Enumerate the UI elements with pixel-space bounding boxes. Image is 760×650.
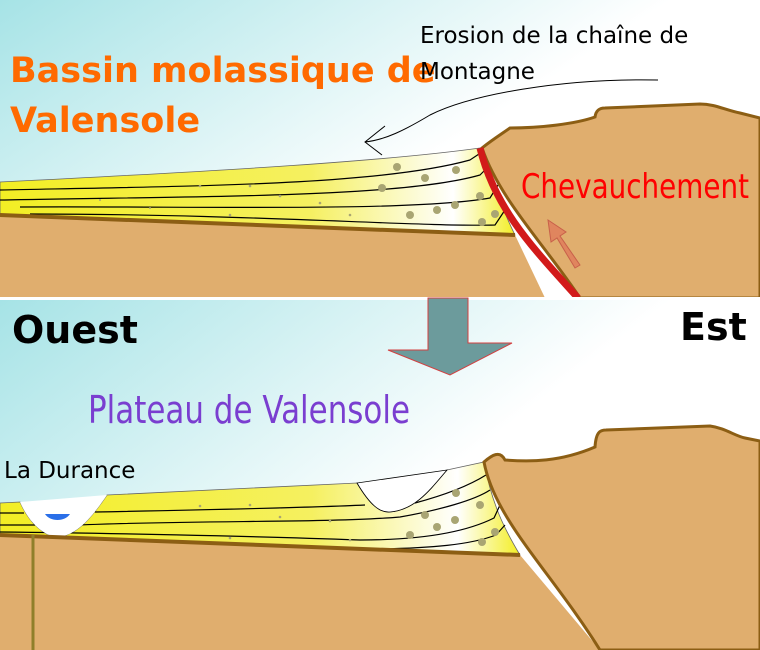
east-label: Est — [680, 305, 747, 349]
thrust-arrow-icon — [547, 218, 581, 269]
pebbles — [99, 163, 499, 226]
erosion-arrow — [364, 79, 659, 156]
basin-title-line2: Valensole — [10, 101, 200, 141]
durance-river-icon — [45, 514, 70, 520]
river-label: La Durance — [4, 458, 135, 484]
basement-outline — [0, 533, 521, 557]
mountain — [480, 102, 760, 300]
pebbles — [198, 489, 499, 546]
bottom-panel: Ouest Est Plateau de Valensole La Duranc… — [0, 300, 760, 650]
basement — [0, 535, 600, 650]
erosion-label-line1: Erosion de la chaîne de — [420, 23, 688, 49]
basement — [0, 215, 545, 298]
basement-outline — [0, 213, 516, 237]
thrust-fault — [476, 147, 581, 301]
west-label: Ouest — [12, 308, 138, 352]
transition-arrow-icon — [387, 297, 513, 376]
top-panel: Bassin molassique de Valensole Erosion d… — [0, 0, 760, 301]
thrust-label: Chevauchement — [521, 167, 749, 207]
mountain — [482, 424, 760, 650]
basin-title-line1: Bassin molassique de — [10, 51, 436, 91]
strata-lines — [0, 151, 506, 226]
erosion-label-line2: Montagne — [420, 59, 535, 85]
panel-divider — [0, 297, 760, 300]
strata-lines — [0, 474, 506, 550]
valley-2 — [356, 469, 448, 513]
plateau-label: Plateau de Valensole — [88, 388, 410, 432]
